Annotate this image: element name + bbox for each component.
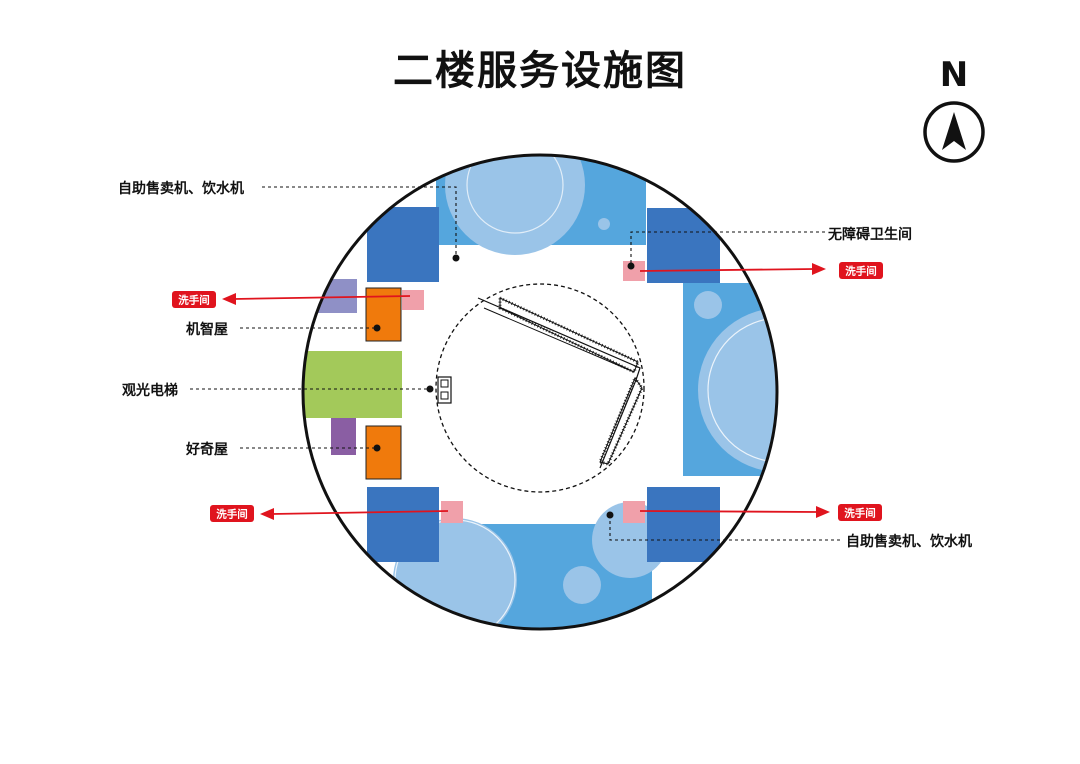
purple-room-bottom (331, 418, 356, 455)
restroom-badge-bottom-right: 洗手间 (838, 504, 882, 521)
restroom-bottom-right (623, 501, 645, 523)
building-wall (301, 153, 779, 631)
svg-text:洗手间: 洗手间 (844, 507, 876, 520)
label-sightseeing-elevator: 观光电梯 (122, 383, 178, 399)
elevator-icon (437, 376, 452, 404)
label-accessible-restroom: 无障碍卫生间 (828, 227, 912, 243)
restroom-arrows (222, 263, 830, 520)
escalator (477, 295, 644, 469)
label-curiosity-house: 好奇屋 (186, 442, 228, 458)
right-blue-wing (683, 283, 777, 476)
leader-lines (190, 186, 840, 541)
atrium-outline (435, 283, 645, 493)
north-arrow-icon (942, 112, 966, 150)
label-robot-house: 机智屋 (186, 322, 228, 338)
purple-room-top (314, 279, 357, 313)
block-bottom-right (647, 487, 720, 562)
restroom-badge-bottom-left: 洗手间 (210, 505, 254, 522)
label-vending-bottom: 自助售卖机、饮水机 (846, 534, 972, 550)
green-zone (303, 351, 402, 418)
svg-text:洗手间: 洗手间 (845, 265, 877, 278)
svg-text:洗手间: 洗手间 (178, 294, 210, 307)
page-title: 二楼服务设施图 (393, 48, 687, 94)
leader-dots (373, 254, 635, 519)
svg-text:洗手间: 洗手间 (216, 508, 248, 521)
north-letter: N (940, 55, 968, 95)
restroom-badge-left-upper: 洗手间 (172, 291, 216, 308)
top-blue-wing (436, 155, 646, 255)
restroom-bottom-left (441, 501, 463, 523)
compass-circle (923, 101, 985, 163)
compass: N (923, 55, 985, 163)
curiosity-house-room (365, 425, 402, 480)
restroom-badge-top-right: 洗手间 (839, 262, 883, 279)
restroom-left-upper (402, 290, 424, 310)
label-vending-top: 自助售卖机、饮水机 (118, 181, 244, 197)
block-top-right (647, 208, 720, 283)
block-bottom-left (367, 487, 439, 562)
